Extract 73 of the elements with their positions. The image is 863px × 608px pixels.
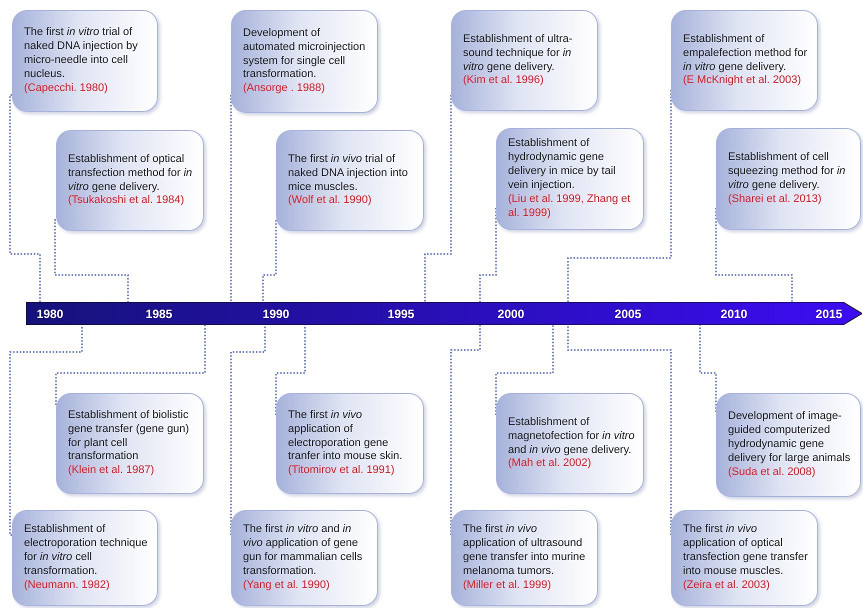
citation: (Zeira et al. 2003): [683, 578, 771, 593]
year-label: 2015: [816, 307, 842, 321]
event-box: [716, 393, 861, 497]
year-label: 2005: [614, 307, 642, 321]
leader-line: [715, 208, 793, 302]
event-box: [56, 130, 204, 231]
event-box: [671, 510, 818, 606]
citation: (Liu et al. 1999, Zhang et al. 1999): [508, 192, 632, 221]
timeline-arrow: [26, 302, 862, 325]
event-description: Establishment of hydrodynamic gene delivery in mice by tail vein injection.: [508, 137, 617, 193]
citation: (Miller et al. 1999): [463, 578, 552, 593]
event-description: Establishment of electroporation technique for in vitro cell transformation.: [24, 523, 149, 579]
event-box: [451, 510, 598, 606]
year-label: 1985: [146, 307, 172, 321]
event-description: Establishment of empalefection method for in vitro gene delivery.: [683, 32, 808, 74]
citation: (Mah et al. 2002): [508, 457, 592, 472]
citation: (Titomirov et al. 1991): [288, 464, 396, 478]
leader-line: [230, 95, 232, 302]
year-label: 2010: [720, 307, 748, 321]
citation: (Kim et al. 1996): [463, 74, 545, 88]
citation: (Suda et al. 2008): [728, 466, 816, 480]
leader-line: [55, 325, 206, 405]
event-box: [231, 10, 378, 113]
event-box: [716, 128, 861, 230]
leader-line: [699, 325, 717, 412]
event-box: [276, 393, 424, 494]
citation: (E McKnight et al. 2003): [683, 74, 802, 88]
citation: (Sharei et al. 2013): [728, 192, 823, 207]
event-description: The first in vivo trial of naked DNA injection into mice muscles.: [288, 152, 409, 194]
leader-line: [54, 219, 129, 302]
leader-line: [567, 325, 672, 535]
event-description: Establishment of optical transfection method for in vitro gene delivery.: [68, 152, 194, 194]
event-description: Establishment of cell squeezing method for in vitro gene delivery.: [728, 151, 846, 193]
leader-line: [230, 325, 266, 535]
event-box: [496, 128, 644, 230]
event-description: The first in vivo application of ultrasound gene transfer into murine melanoma tumors.: [463, 523, 586, 579]
event-description: Establishment of magnetofection for in vitro and in vivo gene delivery.: [508, 416, 636, 458]
event-description: The first in vitro and in vivo application of gene gun for mammalian cells transformation.: [243, 523, 364, 579]
event-box: [231, 510, 378, 606]
event-box: [56, 393, 204, 494]
leader-line: [9, 94, 41, 302]
event-box: [12, 510, 158, 606]
citation: (Capecchi. 1980): [24, 82, 109, 96]
event-description: The first in vivo application of electroporation gene tranfer into mouse skin.: [288, 408, 404, 464]
leader-line: [495, 325, 554, 415]
year-label: 1980: [36, 307, 64, 321]
leader-line: [424, 95, 452, 302]
event-box: [496, 393, 644, 494]
citation: (Wolf et al. 1990): [288, 194, 373, 208]
citation: (Neumann. 1982): [24, 578, 111, 593]
event-description: The first in vitro trial of naked DNA injection by micro-needle into cell nucleus.: [24, 26, 139, 82]
event-description: Establishment of ultra-sound technique for in vitro gene delivery.: [463, 32, 574, 74]
year-label: 1990: [262, 307, 290, 321]
citation: (Klein et al. 1987): [68, 464, 156, 478]
leader-line: [262, 220, 277, 302]
event-description: Establishment of biolistic gene transfer (gene gun) for plant cell transformation: [68, 408, 190, 464]
leader-line: [479, 208, 497, 302]
event-description: Development of image-guided computerized hydrodynamic gene delivery for large animals: [728, 410, 852, 466]
year-label: 1995: [388, 307, 414, 321]
citation: (Tsukakoshi et al. 1984): [68, 194, 186, 208]
citation: (Ansorge . 1988): [243, 82, 326, 96]
leader-line: [9, 325, 83, 536]
event-box: [276, 130, 424, 231]
leader-line: [450, 325, 481, 535]
leader-line: [567, 90, 672, 302]
leader-line: [275, 325, 306, 415]
event-box: [671, 10, 818, 111]
citation: (Yang et al. 1990): [243, 578, 331, 593]
event-description: The first in vivo application of optical transfection gene transfer into mouse muscles.: [683, 523, 809, 579]
event-description: Development of automated microinjection system for single cell transformation.: [243, 26, 366, 82]
event-box: [12, 10, 158, 112]
year-label: 2000: [498, 307, 524, 321]
event-box: [451, 10, 598, 111]
